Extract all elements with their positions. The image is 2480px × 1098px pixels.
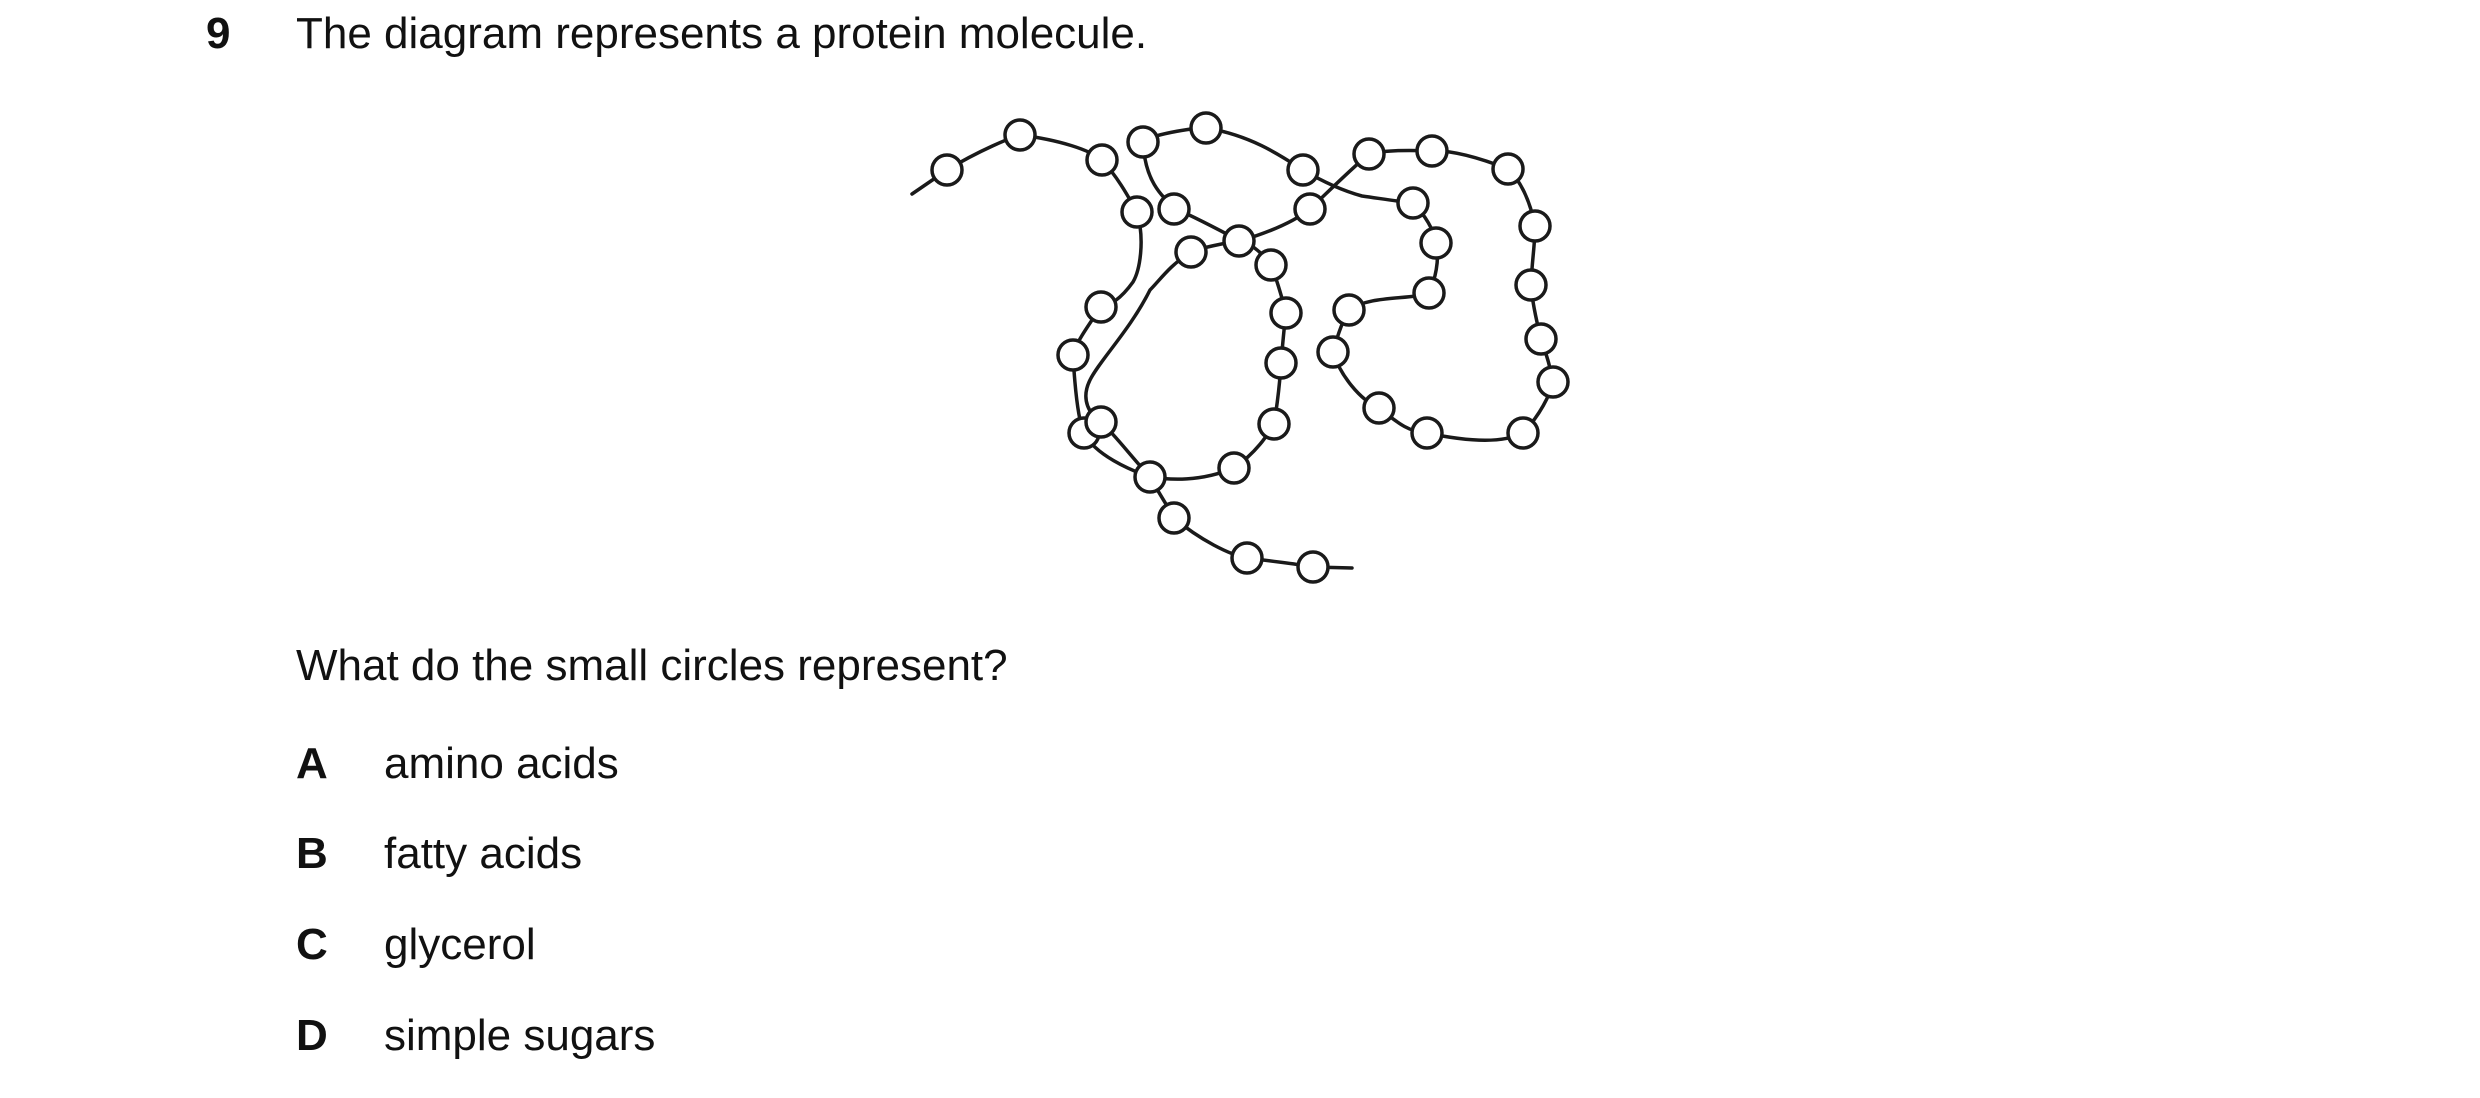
amino-circle [1084,405,1118,439]
amino-circle [1396,186,1430,220]
amino-circle [1230,541,1264,575]
question-number: 9 [206,9,231,58]
amino-circle [1217,451,1251,485]
amino-circle [1506,416,1540,450]
amino-circle [1254,248,1288,282]
amino-circle [1293,192,1327,226]
option-text: simple sugars [384,1011,656,1060]
amino-circle [1419,226,1453,260]
amino-circle [1126,125,1160,159]
amino-circle [1491,152,1525,186]
option-text: fatty acids [384,829,583,878]
option-text: amino acids [384,739,619,788]
question-prompt: What do the small circles represent? [296,641,1008,690]
amino-circle [1352,137,1386,171]
amino-circle [1084,290,1118,324]
amino-circle [1257,407,1291,441]
option-letter: D [296,1011,328,1060]
amino-circle [1085,143,1119,177]
amino-circle [1316,335,1350,369]
amino-circle [1222,224,1256,258]
option-letter: C [296,920,328,969]
amino-circle [1264,346,1298,380]
amino-circle [1332,293,1366,327]
amino-circle [1412,276,1446,310]
amino-circle [1189,111,1223,145]
amino-circle [1524,322,1558,356]
option-text: glycerol [384,920,536,969]
amino-circle [1003,118,1037,152]
amino-circle [1120,195,1154,229]
amino-circle [1536,365,1570,399]
amino-circle [1133,460,1167,494]
amino-circle [1518,209,1552,243]
amino-circle [1410,416,1444,450]
amino-circle [930,153,964,187]
amino-circle [1296,550,1330,584]
option-letter: B [296,829,328,878]
amino-circle [1362,391,1396,425]
amino-circle [1174,235,1208,269]
amino-circle [1269,296,1303,330]
amino-circle [1514,268,1548,302]
amino-circle [1286,153,1320,187]
amino-circle [1056,338,1090,372]
option-letter: A [296,739,328,788]
question-stem: The diagram represents a protein molecul… [296,9,1148,58]
protein-chain-loop [1141,126,1555,442]
amino-circle [1157,501,1191,535]
amino-circle [1157,192,1191,226]
amino-circle [1415,134,1449,168]
